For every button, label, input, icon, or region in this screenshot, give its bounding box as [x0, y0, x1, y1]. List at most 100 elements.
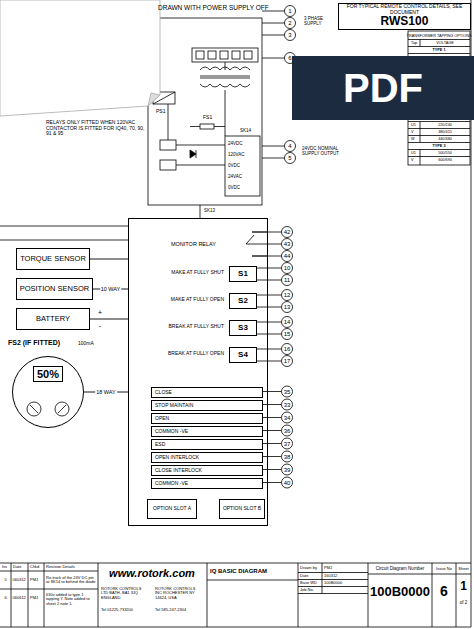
power-supply	[200, 84, 250, 87]
terminal-wire	[256, 322, 282, 323]
connector-name: SK14	[240, 129, 251, 134]
terminal-circle	[285, 18, 296, 29]
ribbon-cable	[84, 392, 128, 393]
switch-label: BREAK AT FULLY OPEN	[168, 351, 224, 357]
sensor-box-text: POSITION SENSOR	[20, 285, 90, 293]
battery-box-text: BATTERY	[36, 315, 70, 323]
terminal-wire	[262, 58, 285, 59]
terminal-number: 38	[284, 453, 291, 460]
terminal-number: 33	[284, 401, 291, 408]
terminal-wire	[262, 23, 285, 24]
page-curl	[0, 0, 160, 116]
table-cell: PMJ	[30, 578, 38, 582]
note-text: DRAWN WITH POWER SUPPLY OFF	[158, 4, 269, 11]
drawing-number: 100B0000	[370, 585, 430, 599]
terminal-circle	[282, 464, 293, 475]
bus-wire	[0, 226, 128, 240]
power-supply	[232, 51, 240, 59]
title-block	[0, 563, 471, 627]
terminal-number: 6	[288, 55, 291, 62]
table-cell: Sheet	[458, 566, 468, 570]
power-supply	[244, 51, 252, 59]
page-curl	[0, 0, 160, 116]
terminal-number: 3	[288, 32, 291, 39]
power-supply	[200, 124, 214, 129]
switch-box-text: S3	[238, 324, 248, 333]
pin-name: 0VDC	[228, 186, 240, 191]
logic-board: MONITOR RELAYS1S2S3S4CLOSESTOP MAINTAINO…	[128, 218, 268, 526]
table-cell: VOLTAGE	[436, 41, 453, 45]
address-text: ROTORK CONTROLS LTD BATH, BA1 3JQ ENGLAN…	[101, 587, 149, 600]
table-cell: 380/415	[438, 130, 452, 134]
page-curl	[148, 93, 160, 106]
table-cell: Drawn by	[300, 566, 317, 570]
terminal-wire	[262, 430, 282, 431]
table-grid	[408, 31, 470, 165]
terminal-number: 36	[284, 427, 291, 434]
power-supply	[196, 51, 204, 59]
switch-label: MAKE AT FULLY OPEN	[171, 297, 224, 303]
title-block	[0, 563, 471, 627]
table-cell: Revision Details	[46, 565, 75, 569]
table-cell: 100B0000	[324, 581, 342, 585]
pin-name: 0VDC	[228, 164, 240, 169]
display-knob	[27, 402, 69, 416]
terminal-circle	[282, 356, 293, 367]
power-supply	[200, 76, 250, 78]
relay-contact	[246, 232, 268, 256]
table-cell: Circuit Diagram Number	[376, 566, 424, 571]
terminal-wire	[268, 244, 282, 245]
input-box: CLOSE INTERLOCK	[151, 465, 263, 476]
terminal-circle	[282, 386, 293, 397]
pin-name: 24VAC	[228, 175, 242, 180]
terminal-circle	[282, 317, 293, 328]
terminal-group	[252, 6, 296, 489]
terminal-number: 10	[284, 265, 291, 272]
table-cell: 500/550	[438, 151, 452, 155]
power-supply	[160, 140, 176, 150]
power-supply	[160, 160, 176, 170]
terminal-circle	[285, 6, 296, 17]
terminal-wire	[256, 295, 282, 296]
table-cell: 060612	[13, 596, 26, 600]
terminal-circle	[282, 329, 293, 340]
power-supply	[192, 48, 258, 62]
switch-box-text: S1	[238, 270, 248, 279]
terminal-number: 43	[284, 241, 291, 248]
table-cell: 6	[4, 596, 6, 600]
table-cell: Base WD	[300, 581, 317, 585]
terminal-circle	[282, 227, 293, 238]
table-cell: 630v added to type 1 tapping Y. Note add…	[46, 593, 96, 606]
edge-label: 18 WAY	[95, 389, 117, 395]
terminal-number: 44	[284, 253, 291, 260]
terminal-circle	[282, 344, 293, 355]
table-cell: TRANSFORMER TAPPING OPTIONS	[407, 33, 472, 37]
pdf-badge-text: PDF	[343, 66, 423, 110]
input-box: OPEN INTERLOCK	[151, 452, 263, 463]
terminal-wire	[256, 361, 282, 362]
table-cell: U1	[411, 151, 416, 155]
switch-box: S2	[229, 293, 257, 309]
logic-board-text: MONITOR RELAY	[171, 241, 216, 247]
power-supply	[225, 136, 260, 196]
terminal-wire	[262, 404, 282, 405]
terminal-wire	[256, 349, 282, 350]
part-name: FS1	[203, 115, 212, 121]
table-cell: Issue No	[436, 566, 452, 570]
option-slot-text: OPTION SLOT A	[153, 506, 191, 512]
terminal-wire	[252, 232, 282, 233]
ribbon-cable	[90, 259, 128, 260]
pdf-badge: PDF	[292, 56, 474, 120]
input-box: CLOSE	[151, 387, 263, 398]
bus-wire	[0, 226, 128, 240]
input-box: COMMON -VE	[151, 426, 263, 437]
note-box: FOR TYPICAL REMOTE CONTROL DETAILS, SEE …	[338, 3, 471, 30]
polarity-sign: +	[98, 309, 102, 317]
terminal-circle	[282, 438, 293, 449]
terminal-circle	[282, 275, 293, 286]
terminal-number: 1	[288, 8, 291, 15]
edge-label: 10 WAY	[100, 286, 122, 292]
supply-label: 24VDC NOMINAL SUPPLY OUTPUT	[302, 147, 348, 157]
